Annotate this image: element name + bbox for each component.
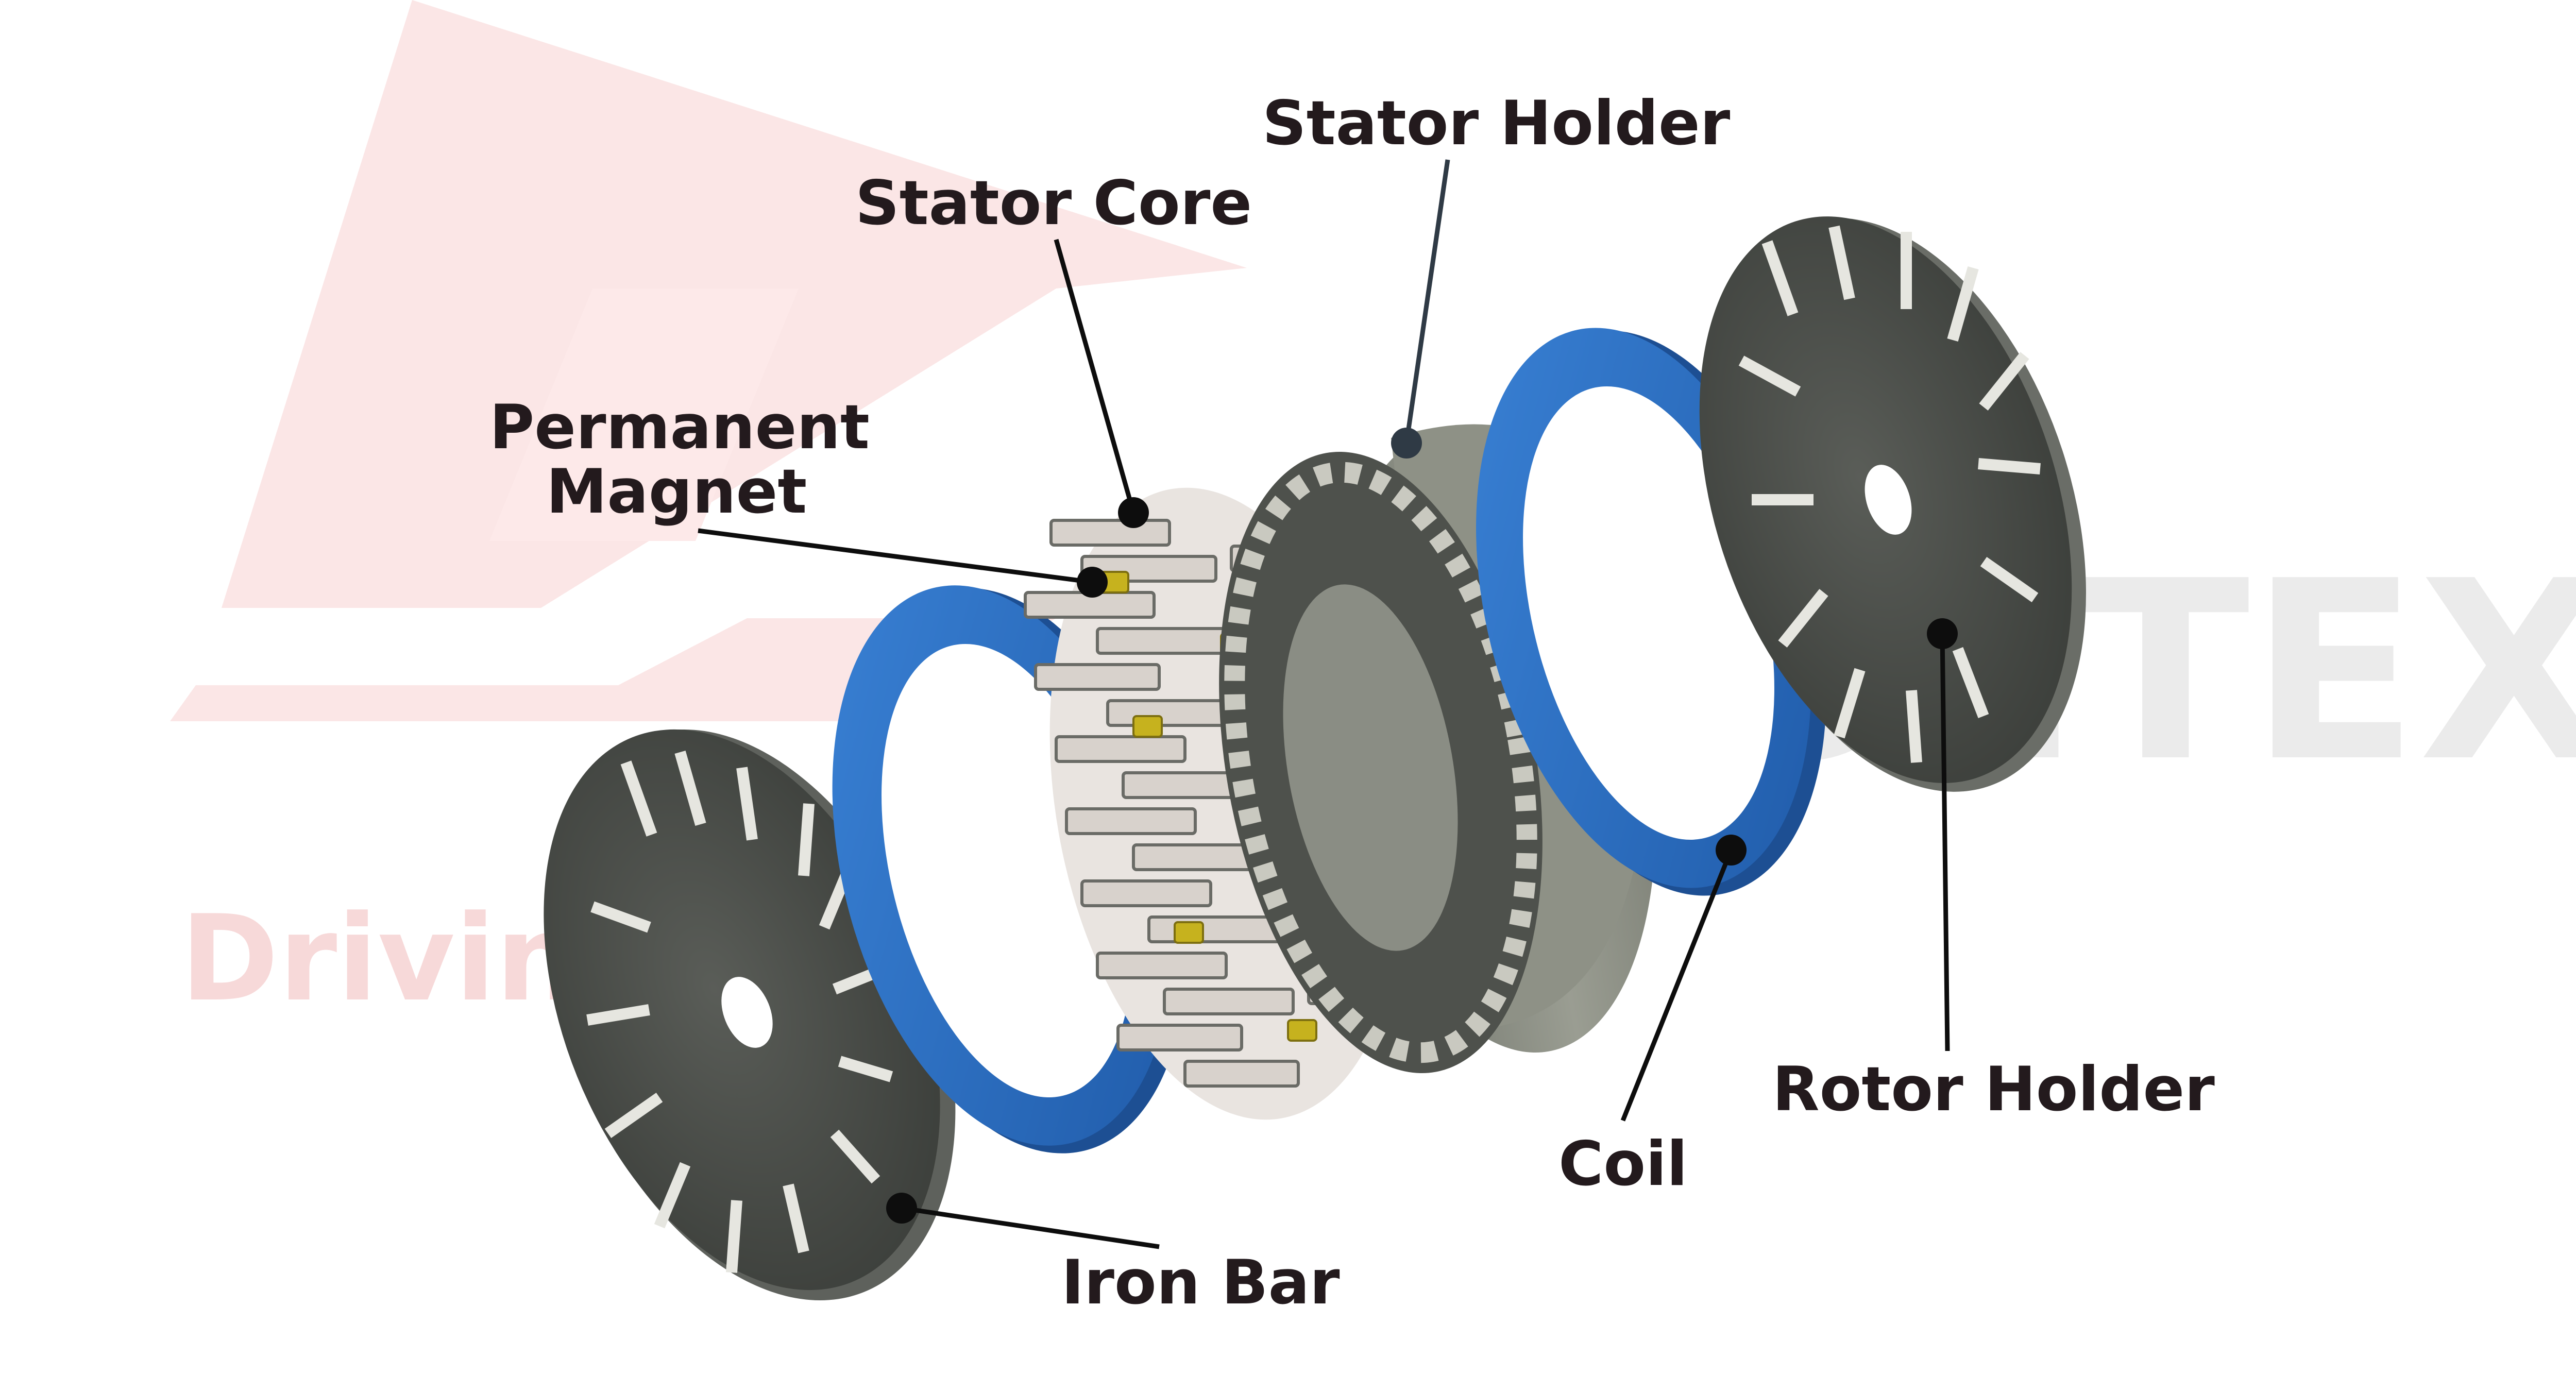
leader-stator-core-dot (1118, 497, 1149, 528)
stator-holder-slots (1224, 462, 1537, 1063)
stator-holder (1219, 424, 1656, 1073)
label-coil: Coil (1558, 1129, 1688, 1200)
leader-lines (698, 159, 1958, 1249)
leader-permanent-magnet-dot (1077, 567, 1108, 598)
leader-iron-bar (901, 1206, 1160, 1249)
label-iron-bar: Iron Bar (1061, 1247, 1340, 1318)
leader-rotor-holder (1940, 633, 1950, 1051)
label-rotor-holder: Rotor Holder (1772, 1054, 2215, 1125)
label-permanent-magnet-line1: Permanent (489, 392, 870, 463)
left-disc-iron-bars (586, 750, 893, 1273)
leader-permanent-magnet (698, 528, 1093, 585)
label-stator-holder: Stator Holder (1262, 88, 1731, 159)
leader-iron-bar-dot (886, 1193, 917, 1224)
right-disc-iron-bars (1738, 225, 2041, 763)
watermark-logo-shape-lower (170, 618, 1056, 721)
right-disc-hole (1865, 465, 1912, 535)
leader-coil (1620, 849, 1734, 1122)
part-labels: Stator Holder Stator Core Permanent Magn… (489, 88, 2215, 1318)
leader-rotor-holder-dot (1927, 618, 1958, 649)
watermark-logo-arrow (489, 289, 799, 541)
leader-stator-holder (1404, 159, 1450, 444)
right-rotor-disc (1699, 216, 2086, 792)
left-disc-hole (721, 977, 773, 1048)
label-stator-core: Stator Core (855, 168, 1252, 239)
leader-stator-core (1054, 239, 1136, 514)
leader-coil-dot (1716, 835, 1747, 866)
label-permanent-magnet-line2: Magnet (546, 456, 807, 528)
leader-stator-holder-dot (1391, 428, 1422, 459)
